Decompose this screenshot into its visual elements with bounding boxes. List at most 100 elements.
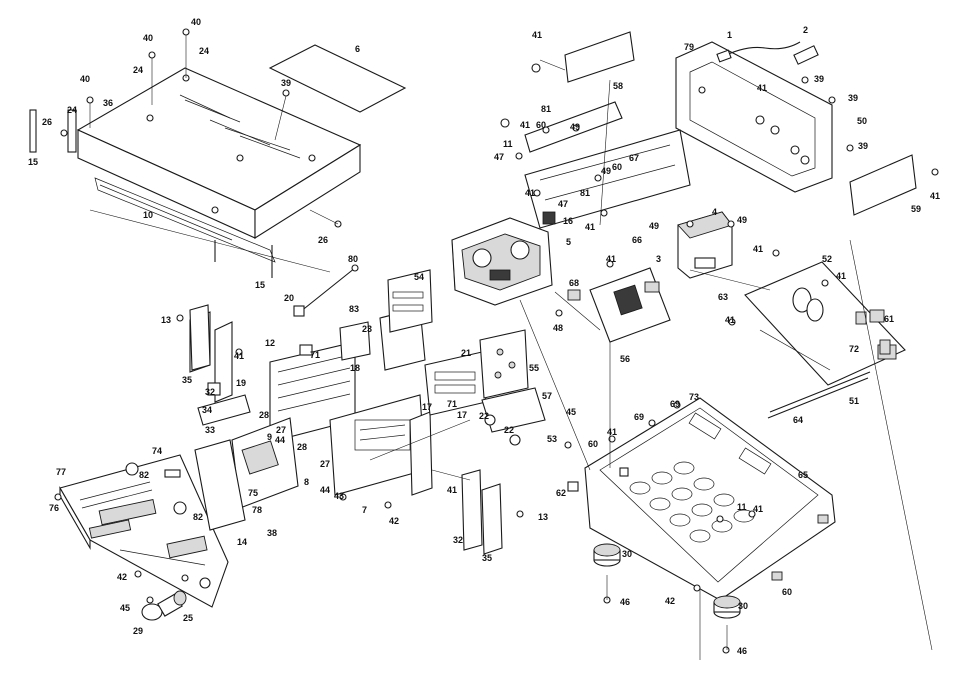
callout-29: 29 <box>133 626 143 636</box>
transformer <box>677 211 733 279</box>
callout-83: 83 <box>349 304 359 314</box>
callout-68: 68 <box>569 278 579 288</box>
callout-42c: 42 <box>665 596 675 606</box>
callout-11a: 11 <box>503 139 513 149</box>
callout-15b: 15 <box>255 280 265 290</box>
callout-39d: 39 <box>858 141 868 151</box>
callout-25: 25 <box>183 613 193 623</box>
callout-48: 48 <box>553 323 563 333</box>
callout-50: 50 <box>857 116 867 126</box>
callout-49d: 49 <box>737 215 747 225</box>
callout-24c: 24 <box>67 105 77 115</box>
callout-74: 74 <box>152 446 162 456</box>
callout-45a: 45 <box>120 603 130 613</box>
callout-35a: 35 <box>182 375 192 385</box>
callout-81a: 81 <box>541 104 551 114</box>
callout-62: 62 <box>556 488 566 498</box>
callout-41i: 41 <box>836 271 846 281</box>
callout-30b: 30 <box>738 601 748 611</box>
side-bracket-right <box>461 469 483 551</box>
callout-75: 75 <box>248 488 258 498</box>
callout-40a: 40 <box>191 17 201 27</box>
callout-47b: 47 <box>558 199 568 209</box>
callout-60d: 60 <box>782 587 792 597</box>
callout-41n: 41 <box>753 504 763 514</box>
screws <box>54 28 939 654</box>
callout-64: 64 <box>793 415 803 425</box>
callout-41j: 41 <box>725 315 735 325</box>
callout-20: 20 <box>284 293 294 303</box>
callout-11b: 11 <box>737 502 747 512</box>
callout-80: 80 <box>348 254 358 264</box>
callout-2: 2 <box>803 25 808 35</box>
callout-26b: 26 <box>318 235 328 245</box>
callout-16: 16 <box>563 216 573 226</box>
callout-56: 56 <box>620 354 630 364</box>
callout-49c: 49 <box>649 221 659 231</box>
mount-plate-right <box>481 483 503 555</box>
callout-44b: 44 <box>320 485 330 495</box>
callout-45b: 45 <box>566 407 576 417</box>
mid-pcbs <box>339 269 546 433</box>
bottom-chassis <box>584 397 836 601</box>
callout-40c: 40 <box>80 74 90 84</box>
lever <box>293 264 359 317</box>
callout-labels: 1 2 3 4 5 6 7 8 9 10 11 11 12 13 13 14 1… <box>28 17 940 656</box>
foot-left <box>593 543 621 567</box>
callout-19: 19 <box>236 378 246 388</box>
rear-panel <box>675 41 833 193</box>
callout-23: 23 <box>362 324 372 334</box>
callout-32b: 32 <box>453 535 463 545</box>
callout-28a: 28 <box>259 410 269 420</box>
callout-55: 55 <box>529 363 539 373</box>
callout-47a: 47 <box>494 152 504 162</box>
callout-24a: 24 <box>199 46 209 56</box>
callout-54: 54 <box>414 272 424 282</box>
callout-30a: 30 <box>622 549 632 559</box>
callout-52: 52 <box>822 254 832 264</box>
callout-22a: 22 <box>479 411 489 421</box>
callout-22b: 22 <box>504 425 514 435</box>
callout-60b: 60 <box>612 162 622 172</box>
callout-41b: 41 <box>757 83 767 93</box>
callout-71a: 71 <box>310 350 320 360</box>
callout-69a: 69 <box>634 412 644 422</box>
callout-13a: 13 <box>161 315 171 325</box>
power-cord <box>716 41 819 65</box>
callout-28b: 28 <box>297 442 307 452</box>
rod-51 <box>767 377 869 419</box>
callout-58: 58 <box>613 81 623 91</box>
callout-69b: 69 <box>670 399 680 409</box>
callout-41g: 41 <box>606 254 616 264</box>
callout-3: 3 <box>656 254 661 264</box>
callout-71b: 71 <box>447 399 457 409</box>
callout-7: 7 <box>362 505 367 515</box>
callout-17a: 17 <box>422 402 432 412</box>
callout-43: 43 <box>334 491 344 501</box>
callout-1: 1 <box>727 30 732 40</box>
callout-53: 53 <box>547 434 557 444</box>
callout-67: 67 <box>629 153 639 163</box>
callout-14: 14 <box>237 537 247 547</box>
callout-41a: 41 <box>532 30 542 40</box>
callout-41c: 41 <box>520 120 530 130</box>
callout-41k: 41 <box>234 351 244 361</box>
callout-41f: 41 <box>930 191 940 201</box>
tape-mechanism <box>451 217 553 306</box>
callout-27b: 27 <box>320 459 330 469</box>
callout-79: 79 <box>684 42 694 52</box>
callout-41h: 41 <box>753 244 763 254</box>
callout-24b: 24 <box>133 65 143 75</box>
callout-76: 76 <box>49 503 59 513</box>
callout-41e: 41 <box>585 222 595 232</box>
callout-81b: 81 <box>580 188 590 198</box>
callout-41m: 41 <box>607 427 617 437</box>
callout-10: 10 <box>143 210 153 220</box>
callout-51: 51 <box>849 396 859 406</box>
callout-42a: 42 <box>117 572 127 582</box>
callout-60a: 60 <box>536 120 546 130</box>
label-plate-59 <box>849 154 917 216</box>
label-plate-58 <box>564 31 635 83</box>
callout-27a: 27 <box>276 425 286 435</box>
